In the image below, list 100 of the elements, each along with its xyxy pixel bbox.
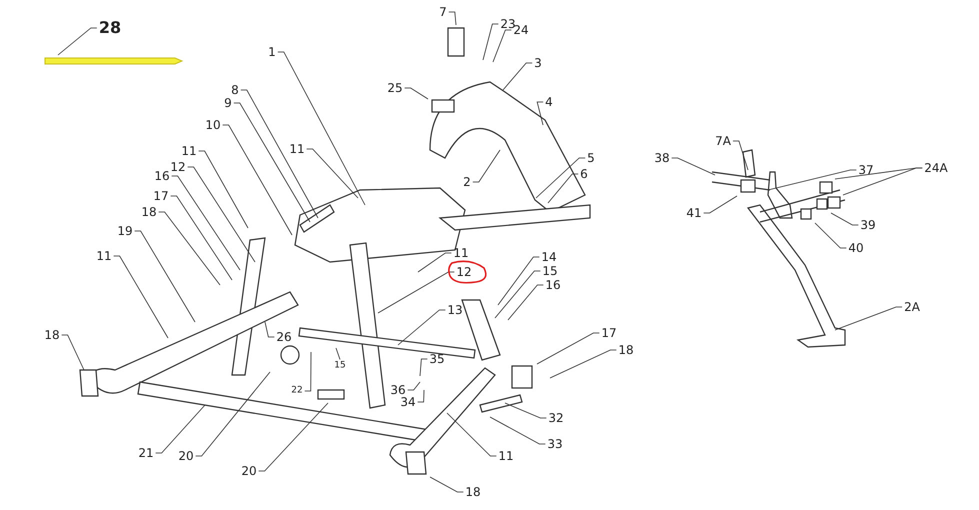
callout-number: 33 (546, 437, 564, 451)
callout-number: 18 (43, 328, 61, 342)
callout-number: 9 (223, 96, 233, 110)
callout-number: 5 (586, 151, 596, 165)
leader-line (264, 322, 275, 338)
leader-line (113, 256, 168, 338)
callout-number: 17 (152, 189, 170, 203)
callout-number: 40 (847, 241, 865, 255)
leader-line (171, 176, 240, 270)
leader-line (482, 24, 499, 60)
leader-line (336, 348, 340, 360)
callout-number: 11 (180, 144, 198, 158)
leader-line (768, 170, 857, 190)
callout-number: 32 (547, 411, 565, 425)
leader-line (404, 88, 428, 100)
callout-number: 28 (98, 19, 122, 37)
leader-line (407, 382, 420, 390)
callout-number: 37 (857, 163, 875, 177)
leader-line (732, 140, 748, 170)
callout-number: 3 (533, 56, 543, 70)
leader-line (492, 30, 512, 62)
callout-number: 15 (333, 360, 347, 372)
leader-line (61, 334, 84, 370)
callout-number: 15 (541, 264, 559, 278)
callout-number: 7A (714, 134, 732, 148)
leader-line (306, 148, 358, 198)
callout-number: 2A (903, 300, 921, 314)
leader-line (195, 372, 270, 456)
leader-line (446, 412, 497, 456)
leader-line (490, 416, 546, 444)
callout-number: 8 (230, 83, 240, 97)
leader-line (498, 256, 540, 306)
leader-line (277, 52, 366, 206)
leader-line (240, 90, 318, 218)
leader-line (378, 272, 455, 314)
callout-number: 2 (462, 175, 472, 189)
callout-number: 25 (386, 81, 404, 95)
leader-line (58, 28, 98, 56)
leader-line (703, 196, 738, 214)
leader-line (222, 124, 292, 236)
leader-line (170, 196, 232, 280)
callout-number: 6 (579, 167, 589, 181)
leader-line (536, 332, 600, 364)
callout-number: 11 (288, 142, 306, 156)
leader-line (417, 390, 424, 402)
callout-number: 19 (116, 224, 134, 238)
leader-line (508, 284, 544, 320)
leader-line (258, 402, 328, 472)
callout-number: 13 (446, 303, 464, 317)
leader-line (304, 352, 312, 392)
callout-number: 21 (137, 446, 155, 460)
callout-number: 16 (153, 169, 171, 183)
callout-number: 11 (452, 246, 470, 260)
leader-line (814, 222, 847, 248)
callout-number: 35 (428, 352, 446, 366)
callout-number: 12 (455, 265, 473, 279)
callout-number: 22 (290, 386, 304, 396)
callout-number: 18 (464, 485, 482, 499)
callout-number: 38 (653, 151, 671, 165)
leader-line (834, 306, 902, 330)
leader-line (198, 150, 248, 228)
leader-line (420, 358, 428, 376)
leader-line (830, 212, 859, 226)
leader-line (158, 212, 220, 286)
leader-line (155, 404, 206, 454)
callout-number: 18 (140, 205, 158, 219)
callout-number: 34 (399, 395, 417, 409)
callout-number: 16 (544, 278, 562, 292)
leader-line (536, 158, 586, 198)
leader-line (842, 168, 923, 196)
callout-number: 18 (617, 343, 635, 357)
callout-number: 11 (95, 249, 113, 263)
leader-line (502, 62, 533, 90)
callout-number: 7 (438, 5, 448, 19)
callout-number: 20 (240, 464, 258, 478)
leader-line (550, 350, 617, 378)
leader-line (418, 252, 452, 272)
callout-number: 14 (540, 250, 558, 264)
leader-line (504, 402, 547, 418)
callout-number: 4 (544, 95, 554, 109)
callout-number: 1 (267, 45, 277, 59)
callout-number: 11 (497, 449, 515, 463)
leader-line (548, 174, 579, 204)
leader-line (494, 270, 541, 318)
callout-number: 26 (275, 330, 293, 344)
callout-number: 10 (204, 118, 222, 132)
leader-line (233, 102, 310, 222)
leader-line (472, 150, 500, 182)
callout-number: 39 (859, 218, 877, 232)
leader-line (448, 12, 456, 26)
leader-line (187, 166, 256, 262)
callout-number: 36 (389, 383, 407, 397)
callout-number: 12 (169, 160, 187, 174)
leader-line (430, 476, 464, 492)
leader-line (536, 102, 544, 126)
leader-line (671, 158, 716, 176)
callout-number: 24A (923, 161, 949, 175)
callout-number: 20 (177, 449, 195, 463)
callout-number: 17 (600, 326, 618, 340)
callout-number: 41 (685, 206, 703, 220)
